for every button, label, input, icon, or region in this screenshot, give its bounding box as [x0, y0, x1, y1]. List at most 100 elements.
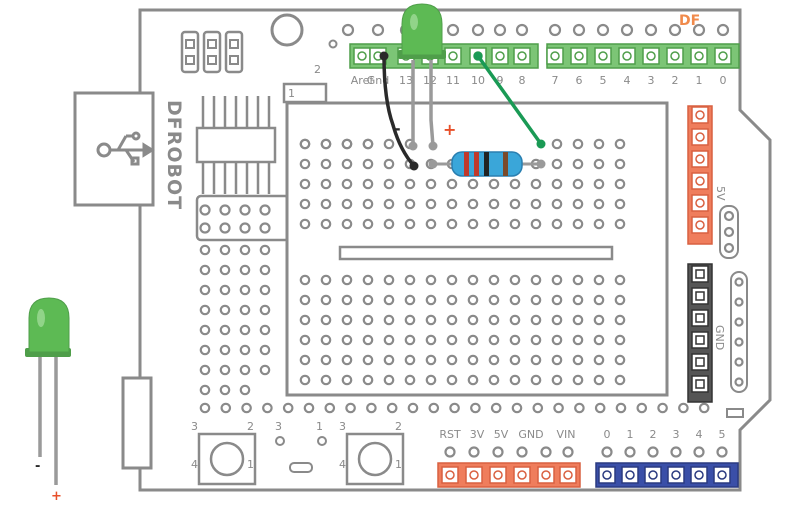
hole	[723, 210, 735, 222]
button-pin-label: 4	[339, 458, 346, 471]
digital-pin-label: 5	[600, 74, 607, 87]
analog-pin	[621, 466, 639, 484]
hole	[241, 402, 252, 414]
hole	[490, 402, 502, 414]
digital-pin-label: 4	[624, 74, 631, 87]
power-pin	[489, 466, 507, 484]
hole	[239, 364, 251, 376]
led-minus-label: -	[394, 119, 401, 138]
hole	[572, 354, 584, 366]
hole	[572, 334, 584, 346]
side-orange-pin	[691, 106, 709, 124]
digital-pin	[570, 47, 588, 65]
hole	[383, 158, 395, 170]
power-pin	[513, 466, 531, 484]
hole	[320, 334, 332, 346]
button-cap	[357, 441, 393, 477]
hole	[593, 294, 605, 306]
hole	[341, 374, 353, 386]
digital-pin	[666, 47, 684, 65]
hole	[614, 314, 626, 326]
digital-pin-hole	[694, 51, 704, 61]
power-pin	[559, 466, 577, 484]
hole	[425, 294, 437, 306]
hole	[446, 354, 458, 366]
led-plus-label: +	[443, 120, 456, 139]
hole	[488, 218, 500, 230]
hole	[239, 384, 251, 396]
loose-led-minus-label: -	[35, 459, 40, 474]
side-orange-pin-hole	[695, 110, 705, 120]
hole	[467, 218, 479, 230]
side-orange-pin	[691, 216, 709, 234]
hole	[299, 334, 311, 346]
hole	[299, 178, 311, 190]
icsp-pin	[207, 39, 217, 49]
digital-pin	[491, 47, 509, 65]
ic-header-frame	[195, 194, 291, 242]
hole	[530, 198, 542, 210]
hole	[383, 294, 395, 306]
hole	[516, 446, 528, 458]
power-pin-label: GND	[518, 428, 543, 441]
label-one-a: 1	[288, 87, 295, 100]
hole	[530, 274, 542, 286]
hole	[320, 138, 332, 150]
led-on-board	[398, 3, 446, 151]
hole	[199, 244, 211, 256]
analog-pin-hole	[648, 470, 658, 480]
digital-pin	[594, 47, 612, 65]
hole	[404, 314, 416, 326]
hole	[362, 374, 374, 386]
hole	[383, 354, 395, 366]
digital-pin-hole	[646, 51, 656, 61]
hole	[320, 218, 332, 230]
hole	[299, 314, 311, 326]
digital-pin	[353, 47, 371, 65]
side-gray-pin-hole	[695, 291, 705, 301]
analog-pin-hole	[625, 470, 635, 480]
hole	[572, 314, 584, 326]
digital-pin-hole	[574, 51, 584, 61]
mid-pin-3: 3	[275, 420, 282, 433]
hole	[239, 264, 251, 276]
side-gray-pin	[691, 287, 709, 305]
side-orange-pin	[691, 128, 709, 146]
digital-pin-hole	[598, 51, 608, 61]
hole	[467, 198, 479, 210]
hole	[320, 354, 332, 366]
side-gray-pin	[691, 375, 709, 393]
hole	[383, 218, 395, 230]
icsp-pin	[229, 39, 239, 49]
digital-pin-label: 13	[399, 74, 413, 87]
hole	[572, 198, 584, 210]
hole	[471, 23, 485, 37]
hole	[698, 402, 710, 414]
hole	[404, 274, 416, 286]
hole	[320, 198, 332, 210]
hole	[383, 334, 395, 346]
hole	[734, 297, 744, 307]
hole	[593, 158, 605, 170]
hole	[734, 377, 744, 387]
side-orange-pin-hole	[695, 220, 705, 230]
hole	[467, 354, 479, 366]
hole	[362, 334, 374, 346]
hole	[509, 274, 521, 286]
hole	[532, 402, 544, 414]
hole	[428, 402, 440, 414]
hole	[282, 402, 294, 414]
hole	[404, 178, 416, 190]
hole	[199, 364, 211, 376]
hole	[636, 402, 648, 414]
analog-pin-label: 5	[719, 428, 726, 441]
hole	[425, 374, 437, 386]
hole	[219, 204, 231, 216]
hole	[647, 446, 659, 458]
hole	[509, 294, 521, 306]
hole	[199, 324, 211, 336]
hole	[262, 402, 273, 414]
digital-pin-hole	[622, 51, 632, 61]
hole	[593, 178, 605, 190]
